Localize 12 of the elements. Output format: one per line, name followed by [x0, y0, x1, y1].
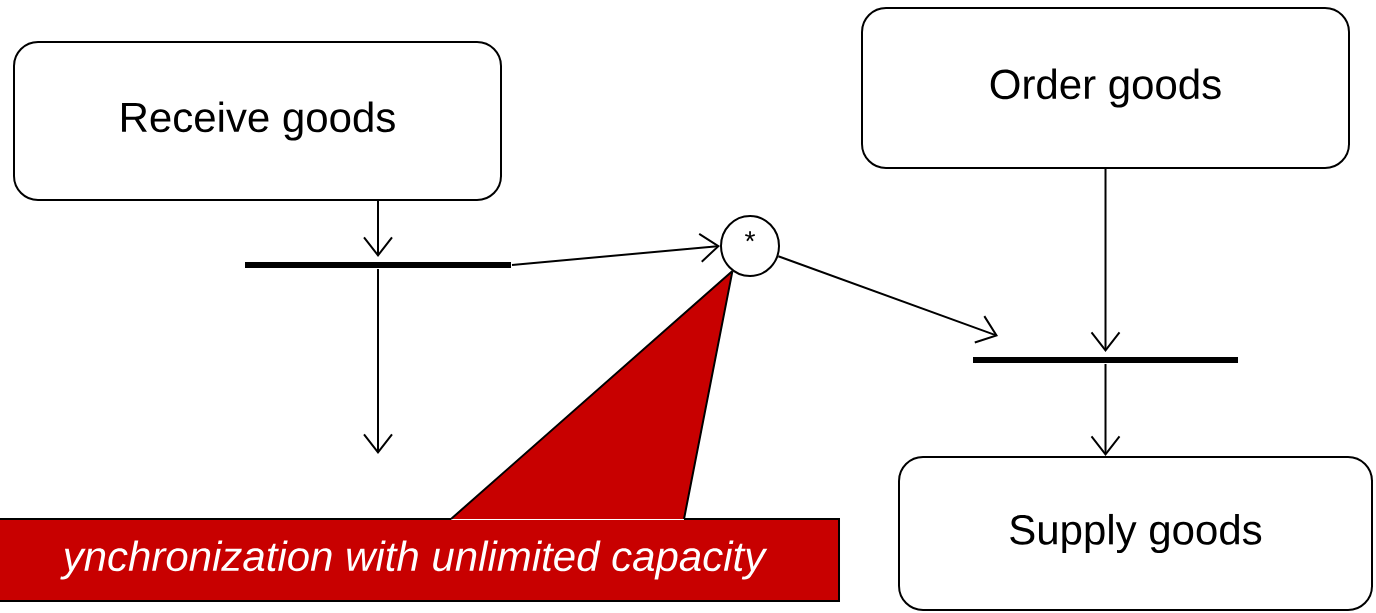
- arrow: [1090, 168, 1121, 352]
- callout-tail: [450, 270, 734, 520]
- process-box: Order goods: [861, 7, 1350, 169]
- arrow: [363, 268, 393, 454]
- arrow: [511, 232, 720, 266]
- process-box: Supply goods: [898, 456, 1373, 611]
- sync-bar: [973, 357, 1238, 363]
- sync-bar: [245, 262, 511, 268]
- arrow: [777, 255, 998, 344]
- arrow: [1090, 363, 1121, 456]
- process-box: Receive goods: [13, 41, 502, 201]
- callout-box: ynchronization with unlimited capacity: [0, 518, 840, 602]
